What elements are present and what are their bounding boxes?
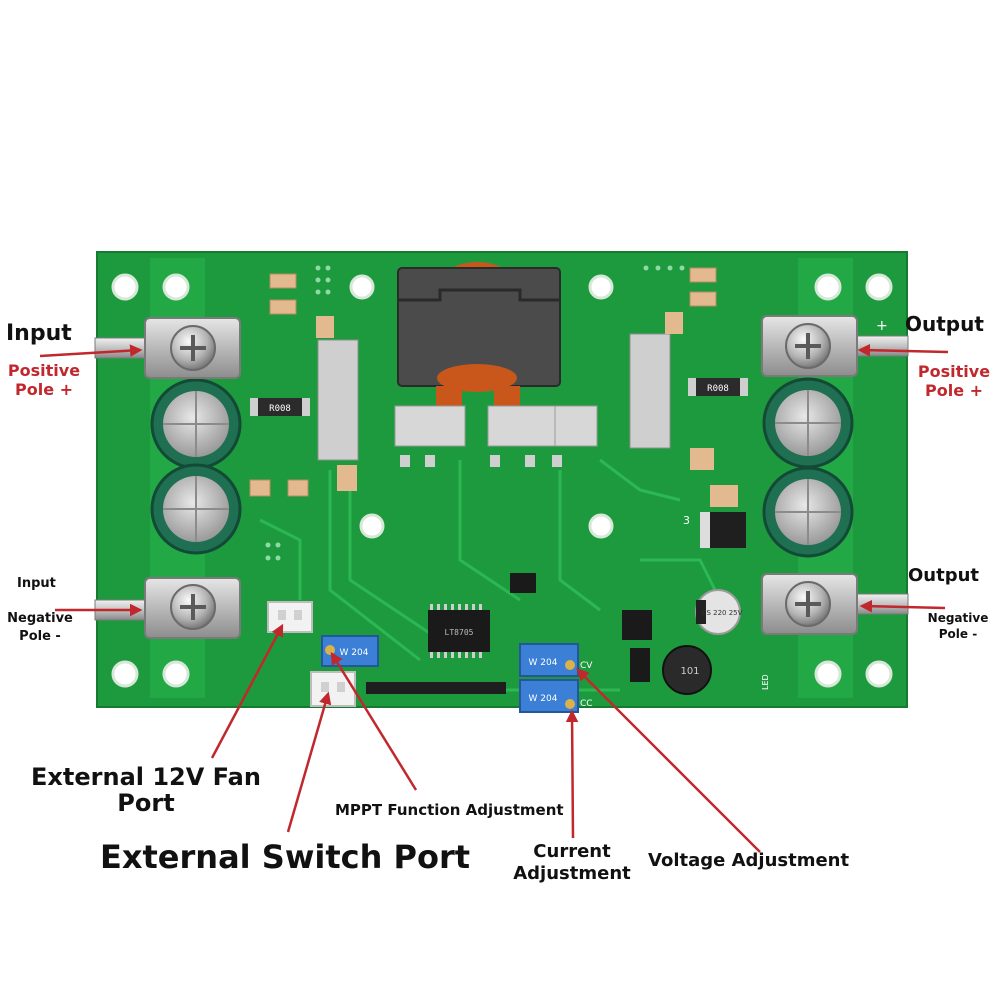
pot-cc: W 204 CC (519, 679, 593, 713)
switch-connector (310, 671, 356, 707)
label-current-line2: Adjustment (513, 863, 631, 884)
sense-blocks (316, 312, 738, 507)
pcb-traces (259, 458, 722, 692)
small-inductor: 101 (662, 645, 712, 695)
pot-mppt-text: W 204 (340, 648, 369, 658)
r008-left: R008 (250, 398, 310, 416)
label-output-positive-title: Output (905, 312, 984, 336)
vias (265, 265, 685, 561)
label-output-positive-line1: Positive (917, 362, 991, 381)
label-output-negative-line2: Pole - (938, 627, 978, 641)
ic-text: LT8705 (445, 628, 474, 637)
label-switch-port: External Switch Port (100, 838, 471, 876)
small-cap-text: CS 220 25V (702, 609, 743, 617)
label-input-negative-line1: Negative (7, 611, 73, 626)
terminal-input-negative (94, 577, 241, 639)
mounting-holes (111, 273, 893, 688)
arrow-output-negative (859, 599, 946, 613)
label-output-negative-line1: Negative (927, 611, 989, 625)
arrow-output-positive (857, 343, 949, 357)
terminal-output-positive: + (761, 315, 909, 377)
label-input-positive-title: Input (6, 321, 72, 346)
label-input-negative-line2: Pole - (19, 629, 61, 644)
small-ics (510, 573, 652, 682)
pot-cc-text: W 204 (529, 694, 558, 704)
main-inductor (397, 262, 561, 408)
fan-connector (267, 601, 313, 633)
led-marking: LED (761, 674, 770, 690)
label-input-positive-line2: Pole + (14, 380, 74, 399)
plus-marking: + (876, 318, 888, 334)
diode-number: 3 (683, 514, 690, 527)
pot-cv-text: W 204 (529, 658, 558, 668)
label-fan-port-line1: External 12V Fan (31, 763, 261, 791)
input-capacitors (150, 378, 242, 555)
label-input-positive-line1: Positive (7, 361, 81, 380)
pot-cv: W 204 CV (519, 643, 593, 677)
label-fan-port-line2: Port (117, 789, 175, 817)
r008-right: R008 (688, 378, 748, 396)
arrow-current (565, 709, 579, 839)
arrow-switch-port (286, 691, 332, 833)
controller-ic: LT8705 (428, 604, 490, 658)
terminal-output-negative (761, 573, 909, 635)
annotation-arrows (39, 343, 949, 853)
cv-marking: CV (580, 661, 593, 671)
small-inductor-text: 101 (680, 666, 699, 677)
arrow-voltage (576, 668, 761, 853)
r008-left-text: R008 (269, 404, 291, 414)
output-capacitors (762, 377, 854, 558)
arrow-fan-port (210, 623, 284, 759)
mosfet-pads (394, 405, 598, 467)
diode: 3 (683, 512, 746, 548)
label-output-negative-title: Output (908, 565, 980, 586)
small-capacitor: CS 220 25V (695, 589, 743, 635)
cc-marking: CC (580, 699, 593, 709)
arrow-mppt (330, 651, 418, 791)
smd-caps (249, 267, 717, 497)
arrow-input-positive (39, 344, 143, 358)
label-voltage: Voltage Adjustment (648, 850, 850, 871)
label-mppt: MPPT Function Adjustment (335, 801, 564, 819)
pot-mppt: W 204 (321, 635, 379, 667)
label-output-positive-line2: Pole + (924, 381, 984, 400)
r008-right-text: R008 (707, 384, 729, 394)
label-current-line1: Current (533, 841, 611, 862)
label-input-negative-title: Input (17, 576, 56, 591)
pin-header (366, 682, 506, 694)
